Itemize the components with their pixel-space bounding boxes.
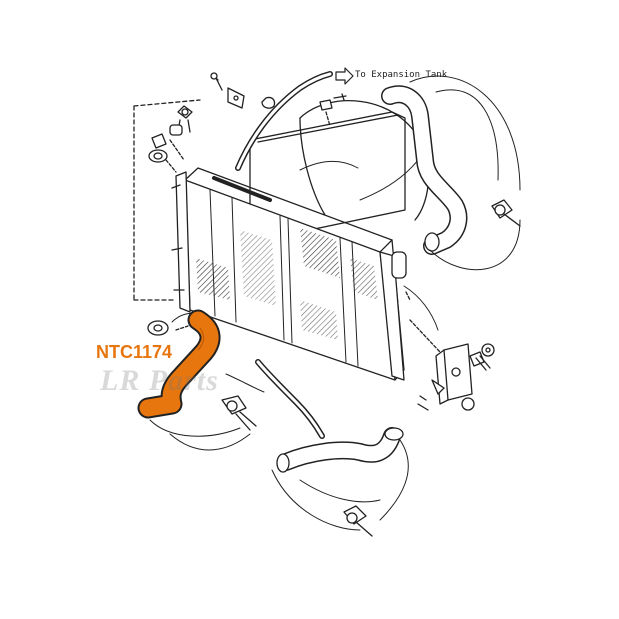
bottom-left-fixings <box>147 312 199 336</box>
expansion-tank-label: To Expansion Tank <box>355 70 448 80</box>
bottom-left-clip <box>149 395 257 451</box>
top-hose <box>381 75 521 271</box>
dashed-outline <box>133 99 201 301</box>
right-bracket <box>403 285 495 411</box>
top-left-fixings <box>148 105 193 173</box>
right-arrow-outline-icon <box>335 67 354 85</box>
radiator <box>171 167 407 381</box>
watermark: LR Parts <box>100 364 219 397</box>
bleed-pipe <box>225 359 325 439</box>
expansion-tank-pipe <box>210 71 347 171</box>
highlighted-hose <box>137 309 221 419</box>
bottom-hose <box>271 427 409 537</box>
part-number-label: NTC1174 <box>96 342 173 362</box>
